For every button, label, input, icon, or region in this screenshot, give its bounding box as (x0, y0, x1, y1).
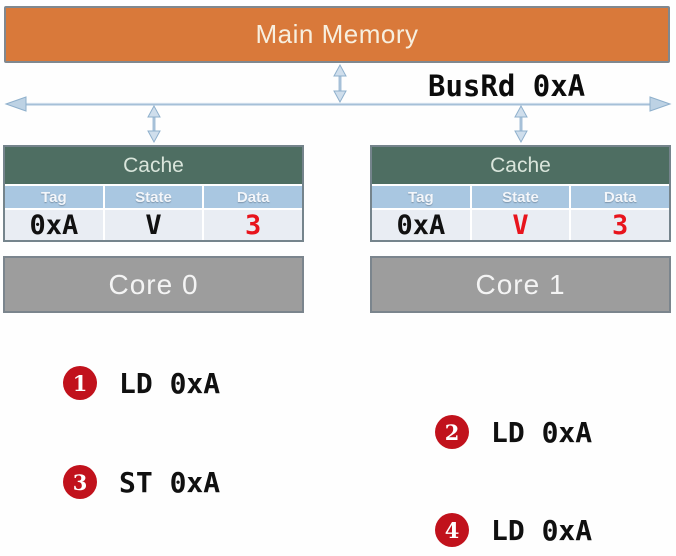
operation-2-label: LD 0xA (491, 415, 593, 449)
operation-3-label: ST 0xA (119, 465, 221, 499)
bus-and-connector-arrows (4, 63, 672, 144)
cache1-state-value: V (471, 210, 570, 240)
operation-1-badge: 1 (63, 366, 97, 400)
cache0-value-row: 0xA V 3 (5, 210, 303, 240)
operation-2: 2 LD 0xA (435, 415, 592, 449)
cache0-bus-arrow-icon (147, 104, 161, 144)
main-memory-label: Main Memory (255, 19, 419, 49)
cache0-title: Cache (5, 147, 302, 184)
cache0-tag-value: 0xA (5, 210, 103, 240)
operation-3-badge: 3 (63, 465, 97, 499)
core0-box: Core 0 (3, 256, 304, 313)
cache0-header-row: Tag State Data (5, 186, 303, 208)
cache1-tag-value: 0xA (372, 210, 470, 240)
memory-bus-arrow-icon (333, 63, 347, 104)
cache0-table: Cache Tag State Data 0xA V 3 (3, 145, 304, 242)
cache1-col-state: State (471, 186, 570, 208)
cache1-header-row: Tag State Data (372, 186, 670, 208)
bus-transaction-label: BusRd 0xA (428, 69, 586, 103)
cache1-value-row: 0xA V 3 (372, 210, 670, 240)
cache0-col-state: State (104, 186, 203, 208)
operation-1: 1 LD 0xA (63, 366, 220, 400)
operation-4-label: LD 0xA (491, 513, 593, 547)
cache0-data-value: 3 (204, 210, 303, 240)
operation-4: 4 LD 0xA (435, 513, 592, 547)
cache0-state-value: V (104, 210, 203, 240)
cache1-table: Cache Tag State Data 0xA V 3 (370, 145, 671, 242)
cache1-col-data: Data (571, 186, 670, 208)
shared-bus-arrow-icon (4, 96, 672, 112)
operation-3: 3 ST 0xA (63, 465, 220, 499)
main-memory-box: Main Memory (4, 6, 670, 63)
cache1-title: Cache (372, 147, 669, 184)
cache1-bus-arrow-icon (514, 104, 528, 144)
cache1-data-value: 3 (571, 210, 670, 240)
operation-1-label: LD 0xA (119, 366, 221, 400)
core1-box: Core 1 (370, 256, 671, 313)
cache1-col-tag: Tag (372, 186, 470, 208)
operation-4-badge: 4 (435, 513, 469, 547)
cache0-col-data: Data (204, 186, 303, 208)
operation-2-badge: 2 (435, 415, 469, 449)
cache0-col-tag: Tag (5, 186, 103, 208)
